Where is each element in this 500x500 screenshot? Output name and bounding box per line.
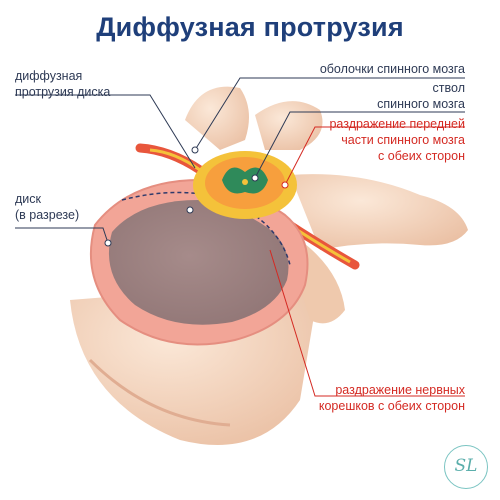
label-line: диффузная — [15, 69, 83, 83]
label-brainstem: ствол спинного мозга — [377, 80, 465, 112]
label-line: диск — [15, 192, 41, 206]
page-title: Диффузная протрузия — [96, 12, 404, 42]
label-line: оболочки спинного мозга — [319, 62, 465, 76]
label-line: раздражение нервных — [335, 383, 465, 397]
label-irritation-front: раздражение передней части спинного мозг… — [329, 116, 465, 164]
label-line: протрузия диска — [15, 85, 111, 99]
leader-lines — [15, 77, 465, 397]
label-disc: диск (в разрезе) — [15, 191, 79, 223]
label-line: ствол — [432, 81, 465, 95]
label-line: спинного мозга — [377, 97, 465, 111]
label-diffuse-protrusion: диффузная протрузия диска — [15, 68, 110, 100]
label-line: с обеих сторон — [378, 149, 465, 163]
label-line: части спинного мозга — [341, 133, 465, 147]
label-line: корешков с обеих сторон — [318, 399, 465, 413]
intervertebral-disc — [89, 178, 309, 346]
label-membranes: оболочки спинного мозга — [320, 61, 465, 77]
label-line: раздражение передней — [329, 117, 465, 131]
label-irritation-roots: раздражение нервных корешков с обеих сто… — [319, 382, 465, 414]
spinal-cord — [193, 151, 297, 219]
brand-logo: SL — [444, 445, 488, 489]
vertebral-arch — [185, 86, 468, 324]
label-line: (в разрезе) — [15, 208, 80, 222]
